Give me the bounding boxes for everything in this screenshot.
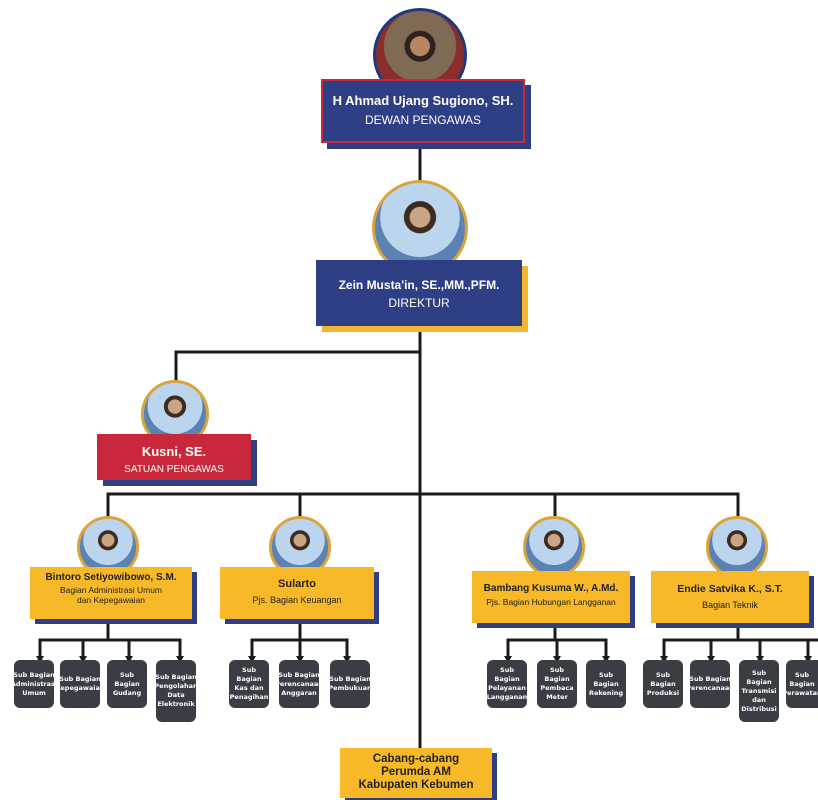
director-card: Zein Musta'in, SE.,MM.,PFM. DIREKTUR (316, 260, 522, 326)
supervisory-unit-card: Kusni, SE. SATUAN PENGAWAS (97, 434, 251, 480)
supervisory-board-role: DEWAN PENGAWAS (364, 113, 481, 127)
sub-section-box: Sub Bagian Produksi (643, 660, 683, 708)
dept-technical-avatar (706, 516, 768, 578)
sub-section-box: Sub Bagian Kas dan Penagihan (229, 660, 269, 708)
dept-customer-relations-card: Bambang Kusuma W., A.Md. Pjs. Bagian Hub… (472, 571, 630, 623)
sub-section-box: Sub Bagian Pelayanan Langganan (487, 660, 527, 708)
sub-section-box: Sub Bagian Rekening (586, 660, 626, 708)
dept-admin-card: Bintoro Setiyowibowo, S.M. Bagian Admini… (30, 567, 192, 619)
sub-section-box: Sub Bagian Perawatan (782, 660, 818, 708)
dept-admin-role: Bagian Administrasi Umum dan Kepegawaian (59, 585, 163, 605)
dept-customer-relations-avatar (523, 516, 585, 578)
sub-section-box: Sub Bagian Gudang (107, 660, 147, 708)
sub-section-box: Sub Bagian Perencanaan Anggaran (275, 660, 323, 708)
sub-section-box: Sub Bagian Kepegawaian (55, 660, 105, 708)
branches-label: Cabang-cabang Perumda AM Kabupaten Kebum… (358, 753, 474, 791)
dept-technical-role: Bagian Teknik (702, 600, 758, 610)
director-role: DIREKTUR (388, 296, 450, 310)
sub-section-box: Sub Bagian Pengolahan Data Elektronik (154, 660, 198, 722)
dept-finance-role: Pjs. Bagian Keuangan (252, 595, 342, 605)
sub-section-box: Sub Bagian Pembaca Meter (537, 660, 577, 708)
director-name: Zein Musta'in, SE.,MM.,PFM. (338, 278, 500, 292)
dept-customer-relations-role: Pjs. Bagian Hubungan Langganan (486, 597, 616, 607)
sub-section-box: Sub Bagian Pembukuan (328, 660, 372, 708)
dept-admin-name: Bintoro Setiyowibowo, S.M. (45, 572, 177, 583)
supervisory-unit-name: Kusni, SE. (141, 444, 207, 459)
dept-technical-name: Endie Satvika K., S.T. (677, 583, 783, 595)
sub-section-box: Sub Bagian Transmisi dan Distribusi (739, 660, 779, 722)
sub-section-box: Sub Bagian Perencanaan (686, 660, 734, 708)
supervisory-board-name: H Ahmad Ujang Sugiono, SH. (332, 93, 514, 108)
dept-finance-name: Sularto (278, 578, 316, 590)
sub-section-box: Sub Bagian Administrasi Umum (11, 660, 57, 708)
dept-customer-relations-name: Bambang Kusuma W., A.Md. (483, 583, 619, 594)
supervisory-board-card: H Ahmad Ujang Sugiono, SH. DEWAN PENGAWA… (321, 79, 525, 143)
supervisory-unit-role: SATUAN PENGAWAS (124, 464, 224, 475)
dept-finance-card: Sularto Pjs. Bagian Keuangan (220, 567, 374, 619)
branches-card: Cabang-cabang Perumda AM Kabupaten Kebum… (340, 748, 492, 798)
dept-technical-card: Endie Satvika K., S.T. Bagian Teknik (651, 571, 809, 623)
